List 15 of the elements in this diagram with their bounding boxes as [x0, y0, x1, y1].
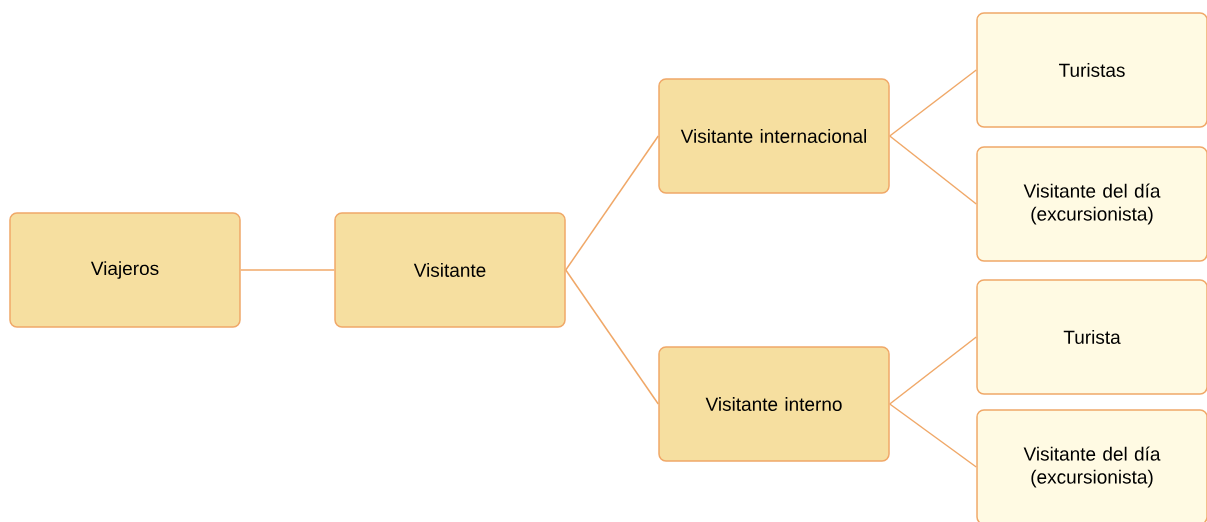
process-box: Visitante interno: [658, 346, 890, 462]
connector-line: [889, 135, 977, 205]
process-box: Visitante internacional: [658, 78, 890, 194]
connector-line: [889, 69, 977, 137]
connector-line: [889, 336, 977, 405]
connector-line: [565, 135, 659, 271]
process-box: Visitante del día (excursionista): [976, 146, 1207, 262]
process-box: Turistas: [976, 12, 1207, 128]
connector-line: [240, 269, 335, 271]
connector-line: [565, 269, 659, 405]
process-box: Visitante: [334, 212, 566, 328]
connector-line: [889, 403, 977, 468]
process-box: Turista: [976, 279, 1207, 395]
process-box: Visitante del día (excursionista): [976, 409, 1207, 522]
process-box: Viajeros: [9, 212, 241, 328]
